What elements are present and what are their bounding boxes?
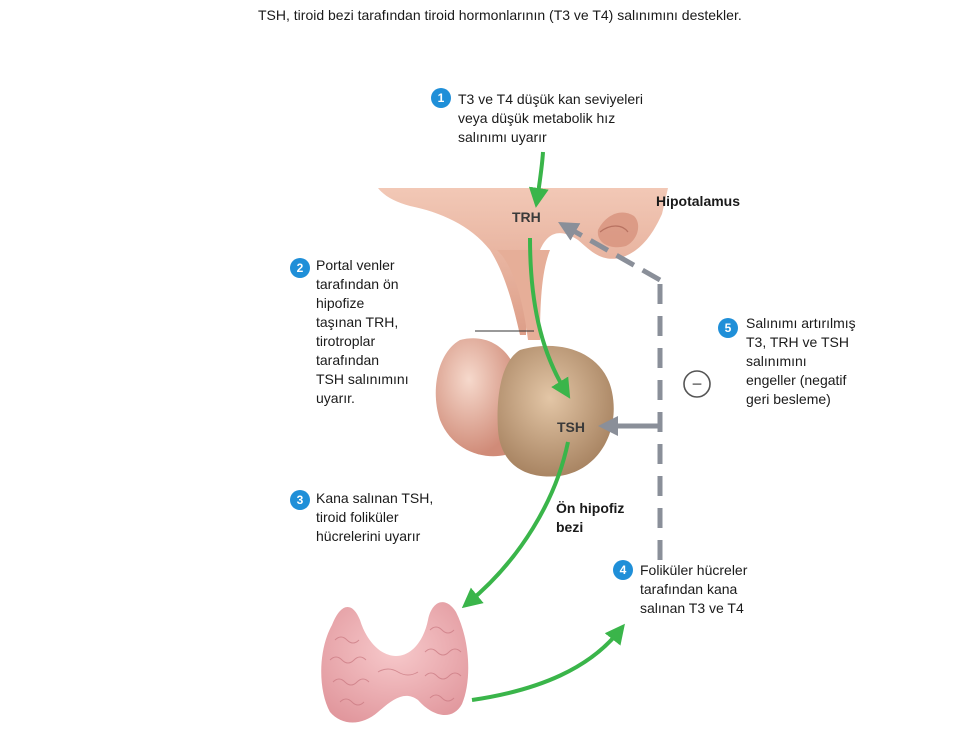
step1-badge: 1 <box>431 88 451 108</box>
hypothalamus-label: Hipotalamus <box>656 192 740 211</box>
step2-badge: 2 <box>290 258 310 278</box>
step5-badge: 5 <box>718 318 738 338</box>
step1-text: T3 ve T4 düşük kan seviyeleri veya düşük… <box>458 90 643 147</box>
arrow-thyroid-to-t3t4 <box>472 630 620 700</box>
caption: TSH, tiroid bezi tarafından tiroid hormo… <box>258 6 742 25</box>
step2-text: Portal venler tarafından ön hipofize taş… <box>316 256 409 408</box>
tsh-label: TSH <box>557 419 585 435</box>
step3-text: Kana salınan TSH, tiroid foliküler hücre… <box>316 489 433 546</box>
step5-text: Salınımı artırılmış T3, TRH ve TSH salın… <box>746 314 856 409</box>
anterior-pituitary-gland <box>498 346 614 477</box>
thyroid-gland <box>321 602 468 722</box>
step3-badge: 3 <box>290 490 310 510</box>
step4-badge: 4 <box>613 560 633 580</box>
anterior-pituitary-label: Ön hipofiz bezi <box>556 499 624 537</box>
step4-text: Foliküler hücreler tarafından kana salın… <box>640 561 747 618</box>
inhibit-symbol: − <box>692 374 703 394</box>
trh-label: TRH <box>512 209 541 225</box>
